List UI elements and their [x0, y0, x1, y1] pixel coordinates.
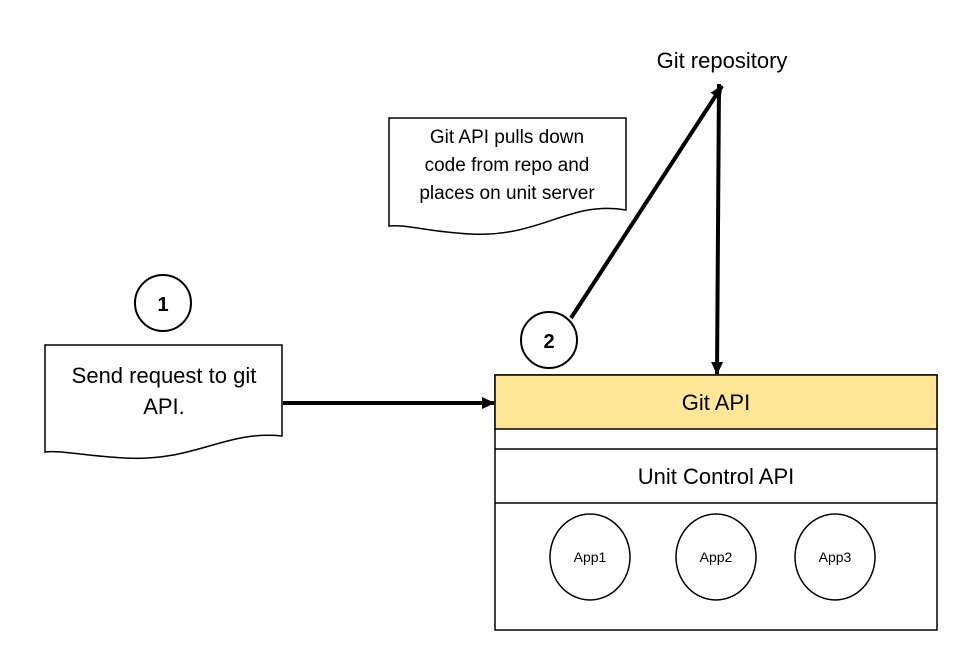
request-line-2: API.	[143, 394, 185, 419]
git-repository-label: Git repository	[657, 48, 788, 73]
git-api-box	[494, 374, 938, 430]
app-1: App1	[549, 513, 631, 601]
step-1-number: 1	[157, 294, 168, 316]
note-line-1: Git API pulls down	[430, 127, 584, 148]
unit-control-api-label: Unit Control API	[638, 464, 795, 489]
request-line-1: Send request to git	[72, 363, 257, 388]
pull-arrow-up	[569, 84, 724, 320]
git-api-label: Git API	[682, 390, 750, 415]
unit-server: Git API Unit Control API App1 App2 App3	[494, 374, 938, 631]
step-2-number: 2	[543, 331, 554, 353]
app-2-label: App2	[700, 549, 733, 565]
app-3-label: App3	[819, 549, 852, 565]
step-1-marker: 1	[134, 274, 192, 332]
request-document: Send request to git API.	[44, 344, 283, 460]
app-3: App3	[794, 513, 876, 601]
app-1-label: App1	[574, 549, 607, 565]
note-line-2: code from repo and	[425, 155, 590, 176]
app-2: App2	[675, 513, 757, 601]
note-line-3: places on unit server	[419, 183, 595, 204]
note-document: Git API pulls down code from repo and pl…	[388, 117, 627, 235]
step-2-marker: 2	[520, 311, 578, 369]
pull-arrow-down	[711, 83, 724, 375]
